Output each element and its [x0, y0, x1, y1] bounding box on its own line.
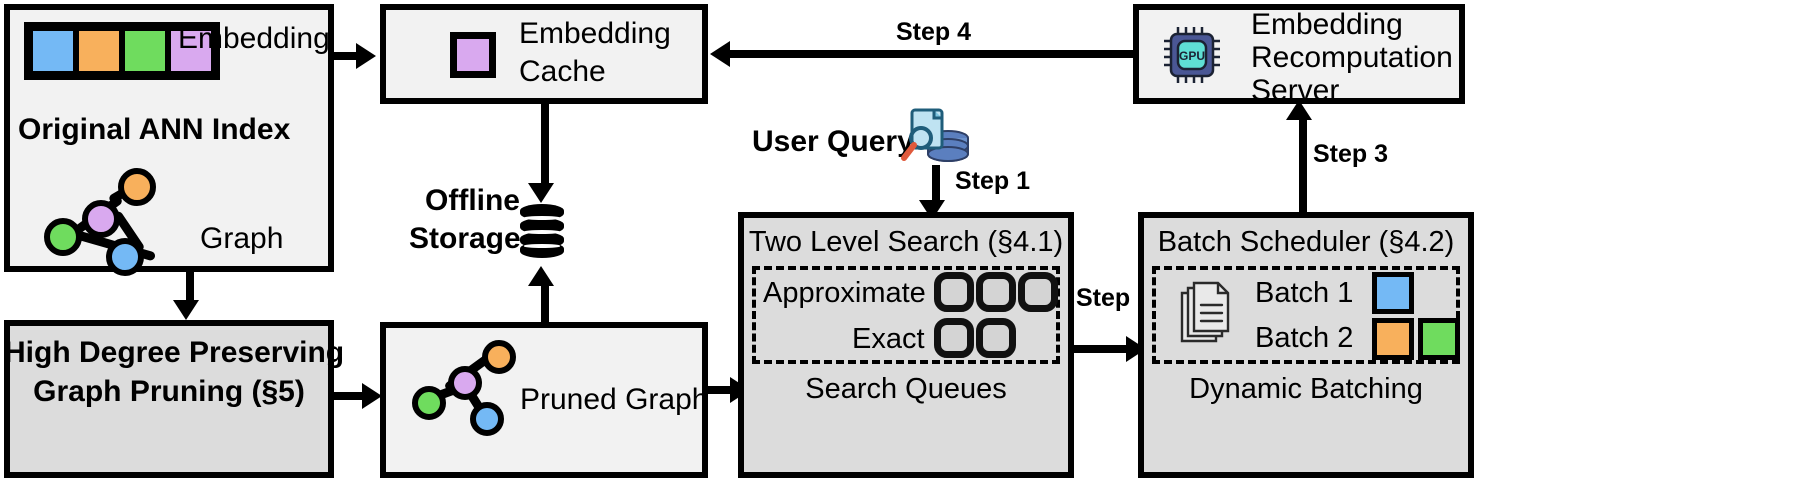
graph-node-purple — [448, 366, 482, 400]
offline-storage-label-line1: Offline — [425, 184, 520, 217]
svg-text:GPU: GPU — [1179, 49, 1205, 63]
embedding-label: Embedding — [178, 22, 330, 55]
arrow-pruned-graph-to-storage — [541, 284, 549, 326]
database-gap — [524, 244, 560, 248]
arrow-cache-to-storage — [541, 104, 549, 189]
embedding-cache-label-line2: Cache — [519, 55, 606, 88]
purple-square-icon — [450, 32, 496, 78]
embedding-swatch-blue — [30, 28, 76, 74]
exact-label: Exact — [852, 323, 925, 355]
graph-pruning-title-line1: High Degree Preserving — [4, 336, 345, 369]
batch-2-chip-orange — [1372, 318, 1414, 360]
approximate-queue-slot — [976, 272, 1016, 312]
arrow-pruning-to-pruned-graph — [334, 392, 370, 400]
original-ann-index-title: Original ANN Index — [18, 113, 291, 146]
batch-1-chip-blue — [1372, 272, 1414, 314]
step2-label: Step 2 — [1076, 284, 1152, 312]
graph-node-purple — [82, 200, 120, 238]
graph-node-orange — [482, 340, 516, 374]
dynamic-batching-footer: Dynamic Batching — [1189, 373, 1423, 405]
arrowhead-down — [528, 183, 554, 203]
arrowhead-left — [710, 41, 730, 67]
original-graph-glyph — [40, 168, 170, 276]
database-gap — [524, 230, 560, 234]
dynamic-batching-dashed-region — [1152, 266, 1460, 364]
approximate-label: Approximate — [763, 277, 926, 309]
embedding-cache-label-line1: Embedding — [519, 17, 671, 50]
graph-node-green — [44, 218, 82, 256]
batch-scheduler-title: Batch Scheduler (§4.2) — [1157, 226, 1455, 258]
search-queues-dashed-region — [752, 266, 1060, 364]
arrowhead-up — [528, 266, 554, 286]
graph-node-blue — [470, 402, 504, 436]
step4-label: Step 4 — [896, 18, 972, 46]
arrow-index-to-pruning — [186, 272, 194, 306]
search-queues-footer: Search Queues — [805, 373, 1007, 405]
offline-storage-label-line2: Storage — [409, 222, 521, 255]
recomputation-server-line2: Recomputation — [1251, 41, 1453, 74]
embedding-swatch-green — [122, 28, 168, 74]
pruned-graph-glyph — [412, 340, 532, 436]
arrow-index-to-cache — [334, 52, 362, 60]
embedding-swatch-orange — [76, 28, 122, 74]
two-level-search-panel — [738, 212, 1074, 478]
exact-queue-slot — [934, 318, 974, 358]
database-icon — [520, 204, 564, 258]
arrowhead-up — [1286, 100, 1312, 120]
arrow-step1 — [932, 165, 940, 207]
embedding-cache-panel — [380, 4, 708, 104]
arrow-step3 — [1299, 118, 1307, 212]
gpu-chip-icon: GPU — [1164, 27, 1220, 83]
batch-1-label: Batch 1 — [1255, 277, 1354, 309]
database-gap — [524, 216, 560, 220]
approximate-queue-slot — [934, 272, 974, 312]
recomputation-server-line3: Server — [1251, 74, 1340, 107]
step1-label: Step 1 — [955, 167, 1031, 195]
search-database-icon — [901, 108, 969, 162]
batch-2-label: Batch 2 — [1255, 322, 1354, 354]
approximate-queue-slot — [1018, 272, 1058, 312]
graph-node-orange — [118, 168, 156, 206]
graph-label: Graph — [200, 222, 284, 255]
graph-pruning-panel — [4, 320, 334, 478]
graph-pruning-title-line2: Graph Pruning (§5) — [33, 375, 305, 408]
documents-icon — [1180, 281, 1230, 343]
arrowhead-right — [362, 383, 382, 409]
embedding-swatch-strip — [24, 22, 220, 80]
arrow-pruned-graph-to-search — [708, 386, 736, 394]
arrow-step2 — [1074, 345, 1136, 353]
two-level-search-title: Two Level Search (§4.1) — [748, 226, 1064, 258]
exact-queue-slot — [976, 318, 1016, 358]
pruned-graph-label: Pruned Graph — [520, 383, 709, 416]
graph-node-green — [412, 386, 446, 420]
arrow-step4 — [730, 50, 1134, 58]
batch-2-chip-green — [1418, 318, 1460, 360]
step3-label: Step 3 — [1313, 140, 1389, 168]
arrowhead-down — [173, 300, 199, 320]
recomputation-server-line1: Embedding — [1251, 8, 1403, 41]
embedding-swatch-purple — [168, 28, 214, 74]
user-query-label: User Query — [752, 125, 914, 158]
arrowhead-right — [356, 43, 376, 69]
graph-node-blue — [106, 238, 144, 276]
